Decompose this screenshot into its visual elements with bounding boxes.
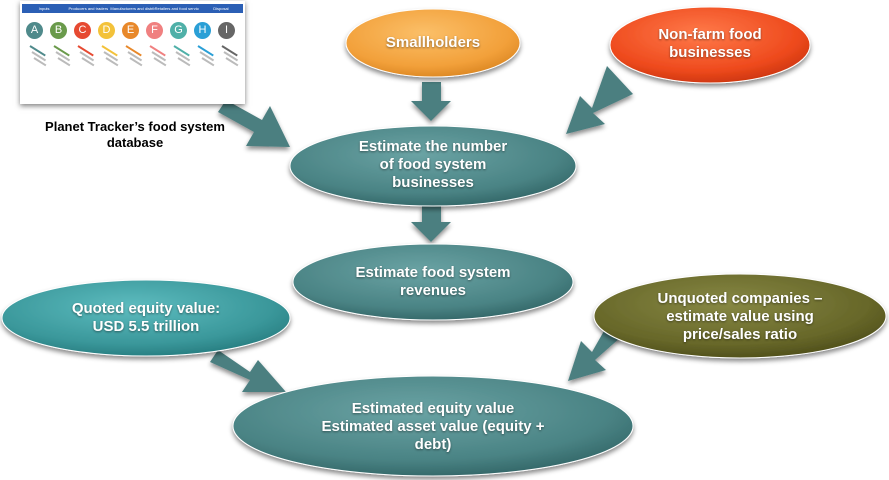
database-category-circle: F [146,22,163,39]
database-category-circle: I [218,22,235,39]
quoted-node [1,279,291,357]
database-header: Inputs Producers and traders Manufacture… [22,4,243,13]
database-header-cell: Producers and traders [68,6,109,11]
database-category-circle: C [74,22,91,39]
database-category-circle: B [50,22,67,39]
database-header-cell: Manufacturers and distributors [110,6,154,11]
database-header-cell: Disposal [213,6,229,11]
unquoted-node [593,273,887,359]
arrow-database-to-estimate [218,100,290,147]
database-category-circle: G [170,22,187,39]
database-category-circle: H [194,22,211,39]
database-header-cell: Inputs [38,6,50,11]
non-farm-node [609,6,811,84]
arrow-nonfarm-to-estimate [566,66,633,134]
arrow-unquoted-to-estimated [568,324,621,381]
database-category-circle: D [98,22,115,39]
estimate-number-node [289,125,577,207]
arrow-number-to-revenues [411,204,451,242]
smallholders-node [345,8,521,78]
database-header-cell: Retailers and food service [154,6,199,11]
database-category-circle: A [26,22,43,39]
database-category-circle: E [122,22,139,39]
arrow-quoted-to-estimated [210,350,286,392]
estimated-value-node [232,375,634,477]
food-system-database-thumbnail: Inputs Producers and traders Manufacture… [20,1,245,104]
database-caption: Planet Tracker’s food system database [45,119,225,150]
arrow-smallholders-to-estimate [411,82,451,121]
estimate-revenues-node [292,243,574,321]
